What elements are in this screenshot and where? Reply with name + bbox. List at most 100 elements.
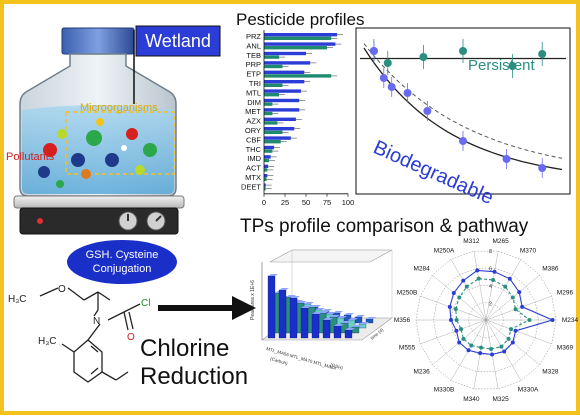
bar3d-bar-top-r1-c4 (319, 311, 329, 313)
radar-label-m250a: M250A (434, 248, 455, 255)
biodegradable-point-6 (459, 137, 467, 145)
radar-label-m325: M325 (492, 396, 509, 403)
bar3d-xlabel-3: (GSH) (330, 362, 344, 370)
pesticide-xtick-label-25: 25 (281, 198, 289, 207)
radar-series-2 (455, 278, 531, 350)
bar3d-bar-top-r2-c4 (326, 312, 336, 314)
radar-point-1-m312 (475, 268, 480, 273)
radar-point-1-m370 (507, 276, 512, 281)
pesticide-bar-azx-1 (264, 117, 296, 121)
radar-label-m340: M340 (463, 396, 480, 403)
atom-o-carbonyl: O (127, 332, 135, 343)
radar-point-2-m325 (489, 346, 494, 351)
radar-spoke-m369 (485, 319, 552, 345)
pesticide-bar-etp-1 (264, 70, 305, 74)
pesticide-bar-deet-2 (264, 187, 266, 191)
pesticide-label-mtl: MTL (246, 88, 261, 97)
bar3d-bar-top-r2-c3 (315, 308, 325, 310)
radar-label-m370: M370 (520, 248, 537, 255)
bar3d-bar-top-r1-c3 (308, 305, 318, 307)
radar-point-2-m284 (457, 295, 462, 300)
pesticide-bar-dim-2 (264, 102, 273, 106)
radar-point-2-m312 (476, 276, 481, 281)
radar-label-m312: M312 (463, 238, 480, 245)
pesticide-label-tri: TRI (249, 79, 261, 88)
bar3d-bar-r0-c5 (322, 319, 331, 339)
pesticide-bar-tri-1 (264, 80, 305, 84)
radar-label-m234: M234 (562, 317, 579, 324)
pesticide-bar-tri-2 (264, 83, 283, 87)
reduction-text: Reduction (140, 363, 248, 390)
pesticide-bar-ory-1 (264, 127, 295, 131)
chlorine-text: Chlorine (140, 335, 229, 362)
radar-spoke-m250b (420, 295, 487, 321)
pesticide-label-thc: THC (246, 145, 262, 154)
bar3d-bar-r3-c6 (354, 316, 363, 324)
radar-point-1-m330a (502, 349, 507, 354)
pesticide-bar-anl-1 (264, 42, 336, 46)
bar3d-bar-r1-c7 (351, 326, 360, 334)
biodegradable-point-8 (538, 164, 547, 172)
pesticide-label-dim: DIM (247, 98, 261, 107)
bar3d-bar-top-r0-c7 (345, 328, 355, 330)
bar3d-bar-r0-c3 (300, 307, 309, 339)
atom-ch3-ring: H₃C (38, 336, 57, 347)
persistent-point-6 (538, 50, 547, 58)
radar-label-m265: M265 (492, 238, 509, 245)
molecule-atom-labels: H₃C O N Cl O H₃C (8, 284, 150, 347)
radar-point-1-m250a (461, 278, 466, 283)
microorganisms-text: Microorganisms (80, 102, 158, 114)
persistent-point-3 (419, 53, 428, 61)
bar3d-bar-top-r0-c1 (279, 288, 289, 290)
radar-label-m328: M328 (542, 368, 559, 375)
bar3d-bar-top-r0-c4 (312, 312, 322, 314)
radar-spoke-m250a (450, 259, 487, 321)
radar-label-m284: M284 (414, 266, 431, 273)
wetland-bottle (13, 27, 185, 235)
radar-point-1-m236 (457, 340, 462, 345)
atom-o: O (58, 284, 66, 295)
pesticide-bar-prp-2 (264, 64, 283, 69)
pesticide-bar-mtx-2 (264, 177, 267, 181)
radar-label-m330b: M330B (434, 386, 455, 393)
pesticide-bar-teb-2 (264, 55, 280, 59)
pesticide-label-ory: ORY (245, 126, 261, 135)
metolachlor-structure (39, 287, 141, 383)
wetland-label: Wetland (133, 25, 221, 104)
gsh-text-1: GSH. Cysteine (86, 249, 159, 261)
radar-point-2-m250b (453, 306, 458, 311)
biodegradable-point-1 (369, 47, 378, 55)
stirrer-base (19, 207, 179, 235)
radar-point-1-m328 (510, 340, 515, 345)
bar3d-bar-top-r3-c7 (366, 317, 376, 319)
radar-label-m330a: M330A (518, 386, 539, 393)
bar3d-bar-r0-c1 (278, 289, 287, 339)
bar3d-xlabel-2: (Carbon) (270, 356, 289, 366)
pesticide-bar-anl-2 (264, 46, 327, 50)
atom-cl: Cl (141, 298, 150, 309)
radar-point-2-m356 (454, 318, 459, 322)
pesticide-bar-azx-2 (264, 121, 278, 125)
radar-point-2-m328 (506, 336, 511, 341)
bar3d-bar-r0-c7 (344, 329, 353, 339)
radar-spoke-m265 (485, 251, 499, 321)
pesticide-title: Pesticide profiles (236, 10, 365, 29)
bar3d-floor-back (269, 249, 393, 263)
radar-point-2-m370 (503, 284, 508, 289)
pesticide-bar-mtx-1 (264, 174, 268, 178)
pesticide-bar-prz-2 (264, 36, 332, 40)
bar3d-bar-top-r0-c3 (301, 306, 311, 308)
pesticide-bar-met-2 (264, 111, 273, 116)
radar-point-2-m296 (513, 307, 518, 312)
radar-rtick-3: 6 (489, 267, 492, 273)
radar-label-m296: M296 (557, 290, 574, 297)
pesticide-bar-met-1 (264, 108, 300, 112)
pesticide-bar-ory-2 (264, 130, 283, 134)
bar3d-bar-top-r1-c5 (330, 315, 340, 317)
pesticide-label-etp: ETP (246, 70, 261, 79)
radar-point-1-m386 (517, 290, 522, 295)
